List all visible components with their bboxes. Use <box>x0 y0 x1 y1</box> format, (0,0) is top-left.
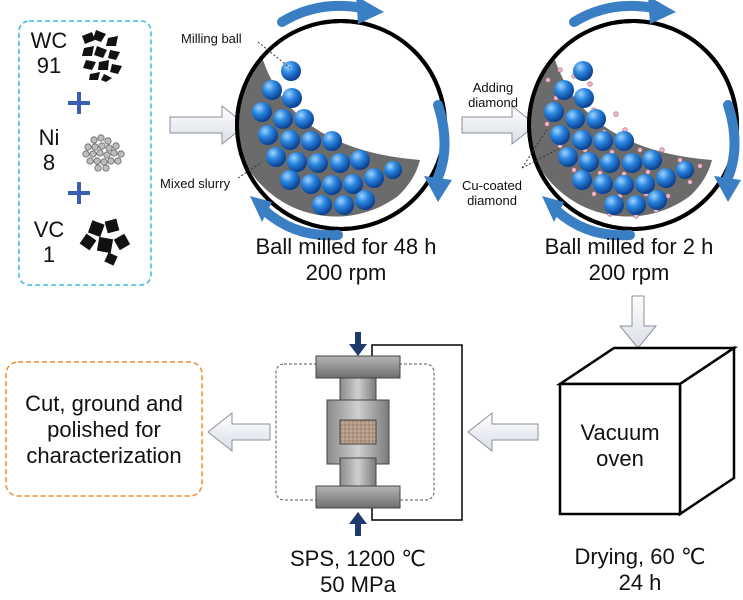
rotation-arrow-head-icon <box>250 196 272 222</box>
final-step-line1: Cut, ground and <box>25 391 183 416</box>
ingredient-amount: 8 <box>42 150 56 175</box>
ingredient-vc: VC 1 <box>24 217 74 267</box>
rotation-arrow-head-icon <box>648 0 676 24</box>
ni-particles-icon <box>82 134 125 172</box>
ball-mill-1 <box>235 0 452 241</box>
ingredient-amount: 91 <box>36 53 62 78</box>
ingredient-name: Ni <box>38 125 60 150</box>
ball-mill-2 <box>521 0 741 241</box>
vacuum-oven-icon <box>555 345 739 517</box>
rotation-arrow-head-icon <box>424 176 452 202</box>
sps-caption: SPS, 1200 ℃ 50 MPa <box>270 546 446 598</box>
mill1-caption-line1: Ball milled for 48 h <box>255 234 437 259</box>
mill1-caption-line2: 200 rpm <box>305 260 387 285</box>
rotation-arrow-icon <box>431 100 450 187</box>
rotation-arrow-icon <box>569 0 659 27</box>
adding-diamond-line2: diamond <box>468 95 518 110</box>
rotation-arrow-head-icon <box>356 0 384 24</box>
ingredient-ni: Ni 8 <box>24 125 74 175</box>
adding-diamond-label: Adding diamond <box>458 80 528 110</box>
plus-icon <box>68 182 90 204</box>
mill1-caption: Ball milled for 48 h 200 rpm <box>226 234 466 286</box>
wc-particles-icon <box>82 30 122 82</box>
vc-particles-icon <box>79 218 131 266</box>
rotation-arrow-icon <box>277 0 367 27</box>
milling-balls-1 <box>252 61 402 215</box>
flow-arrow-right-1 <box>169 104 247 146</box>
vacuum-oven-line2: oven <box>596 446 644 471</box>
ingredient-box <box>18 20 152 286</box>
flow-arrow-down <box>618 295 658 349</box>
milling-ball-label: Milling ball <box>181 31 242 46</box>
milling-balls-2 <box>544 61 694 215</box>
cu-coated-diamond-label: Cu-coated diamond <box>452 178 532 208</box>
oven-caption-line2: 24 h <box>618 570 662 595</box>
rotation-arrow-icon <box>259 205 343 241</box>
ingredient-name: WC <box>30 28 68 53</box>
ingredient-amount: 1 <box>42 242 56 267</box>
ingredient-wc: WC 91 <box>24 28 74 78</box>
mill2-caption-line2: 200 rpm <box>588 260 670 285</box>
rotation-arrow-icon <box>551 205 635 241</box>
mill2-caption: Ball milled for 2 h 200 rpm <box>518 234 740 286</box>
plus-icon <box>68 92 90 114</box>
ingredient-name: VC <box>33 217 65 242</box>
cu-coated-diamond-line1: Cu-coated <box>462 178 522 193</box>
sps-caption-line2: 50 MPa <box>320 572 396 597</box>
flow-arrow-right-2 <box>461 104 537 146</box>
mixed-slurry-label: Mixed slurry <box>160 176 231 191</box>
final-step-text: Cut, ground and polished for characteriz… <box>6 391 202 469</box>
mill2-caption-line1: Ball milled for 2 h <box>544 234 714 259</box>
final-step-line3: characterization <box>26 443 182 468</box>
rotation-arrow-head-icon <box>714 176 741 202</box>
rotation-arrow-icon <box>721 100 740 187</box>
cu-coated-diamond-line2: diamond <box>467 193 517 208</box>
sps-caption-line1: SPS, 1200 ℃ <box>289 546 426 571</box>
flow-arrow-left-2 <box>207 411 271 453</box>
oven-caption-line1: Drying, 60 ℃ <box>574 544 706 569</box>
final-step-line2: polished for <box>47 417 161 442</box>
flow-arrow-left-1 <box>467 411 539 453</box>
adding-diamond-line1: Adding <box>472 80 514 95</box>
vacuum-oven-line1: Vacuum <box>580 420 660 445</box>
rotation-arrow-head-icon <box>542 196 564 222</box>
sps-apparatus <box>275 332 463 536</box>
oven-caption: Drying, 60 ℃ 24 h <box>540 544 740 596</box>
vacuum-oven-label: Vacuum oven <box>562 420 678 472</box>
